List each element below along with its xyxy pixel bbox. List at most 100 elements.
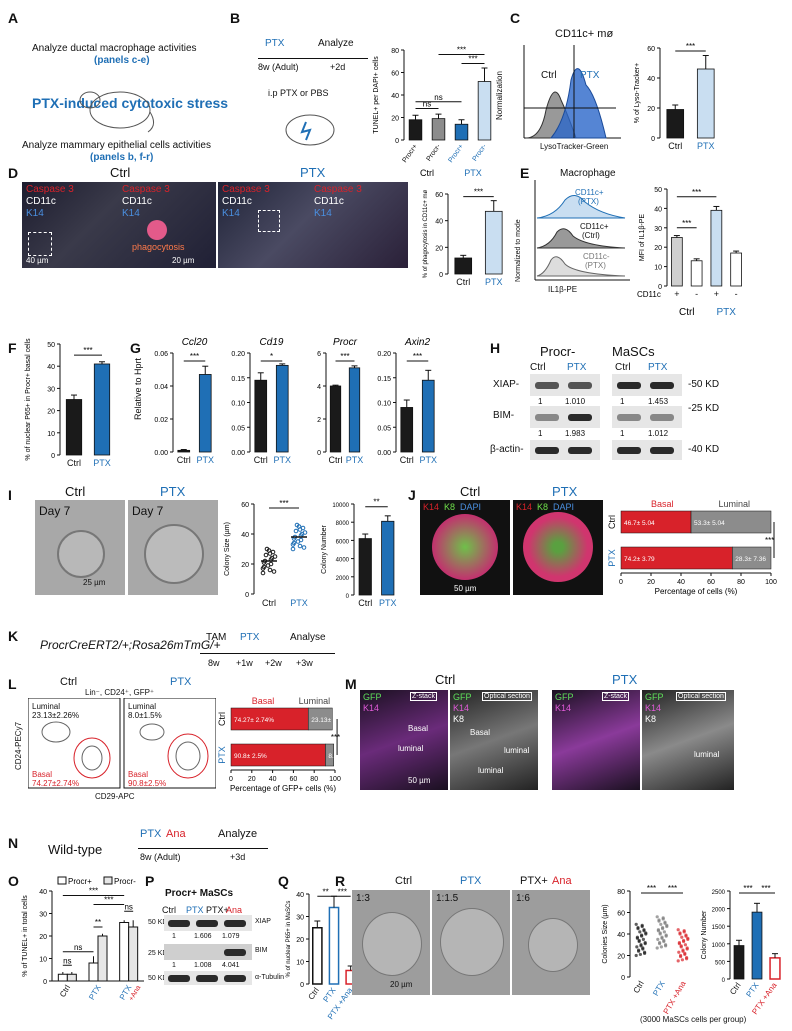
bar <box>275 364 289 453</box>
x-tick-label: 0 <box>619 579 623 586</box>
significance-label: *** <box>89 887 98 896</box>
x-tick-label: Procr- <box>471 143 488 163</box>
h-mascs: MaSCs <box>612 344 655 359</box>
significance-label: *** <box>647 884 656 893</box>
b-injection: i.p PTX or PBS <box>268 88 329 98</box>
y-tick-label: 4 <box>317 384 321 391</box>
x-tick-label: Ctrl <box>177 455 191 465</box>
y-tick-label: 80 <box>617 889 625 896</box>
j-ptx-image: K14 K8 DAPI <box>513 500 603 595</box>
panel-a-label: A <box>8 10 19 26</box>
data-point <box>272 554 278 559</box>
panel-r-label: R <box>335 873 346 889</box>
m-p2-k8: K8 <box>645 714 657 724</box>
d-inset-box <box>28 232 52 256</box>
m-p1-k14: K14 <box>555 703 572 713</box>
y-tick-label: 20 <box>647 106 655 113</box>
data-point <box>634 922 638 926</box>
y-tick-label: 10 <box>654 265 662 272</box>
d-ptx-k14: K14 <box>222 208 240 219</box>
bar <box>400 407 414 453</box>
y-tick-label: 60 <box>617 911 625 918</box>
x-tick-label: - <box>735 289 738 299</box>
x-tick-label: Ctrl <box>358 598 372 608</box>
m-c2-gfp: GFP <box>453 692 472 702</box>
r-r2: 1:1.5 <box>436 893 459 904</box>
panel-a-line2b: (panels b, f-r) <box>90 152 154 163</box>
significance-label: *** <box>413 352 422 361</box>
panel-g-label: G <box>130 340 141 356</box>
category-label: Ctrl <box>607 515 617 529</box>
y-tick-label: 0.15 <box>377 376 391 383</box>
group-label: Ctrl <box>679 307 695 318</box>
h-bim-blot-procrneg <box>530 406 600 428</box>
m-c1-basal: Basal <box>408 724 429 733</box>
bar <box>177 449 191 453</box>
j-ptx-dapi: DAPI <box>553 502 575 512</box>
d-ptx-casp2: Caspase 3 <box>314 184 362 195</box>
j-ptx: PTX <box>552 484 578 499</box>
data-point <box>293 528 299 534</box>
m-c2-k14: K14 <box>453 703 470 713</box>
n-ana: Ana <box>166 828 186 840</box>
category-label: PTX <box>217 746 227 764</box>
x-tick-label: Procr- <box>425 143 442 163</box>
h-n7: 1 <box>620 429 625 438</box>
panel-j-label: J <box>408 487 416 503</box>
x-tick-label: 60 <box>290 776 298 783</box>
d-phagocytosis-cell <box>147 220 167 240</box>
data-point <box>662 930 666 934</box>
x-tick-label: Ctrl <box>400 455 414 465</box>
y-tick-label: 20 <box>391 116 399 123</box>
y-axis-label: Colony Number <box>321 525 328 574</box>
y-tick-label: 0 <box>651 136 655 143</box>
r-ptx: PTX <box>460 875 482 887</box>
p-ctrl: Ctrl <box>162 905 176 915</box>
y-tick-label: 50 <box>47 342 55 349</box>
data-point <box>639 944 643 948</box>
y-axis-label: Colonies Size (µm) <box>602 904 609 963</box>
x-tick-label: + <box>714 289 719 299</box>
p-tubulin-blot <box>164 971 252 985</box>
bar <box>431 118 446 141</box>
bar <box>358 538 372 596</box>
y-axis-label: % of phagocytosis in CD11c+ mø <box>423 189 429 278</box>
legend-label: Luminal <box>719 499 751 509</box>
bar <box>671 237 683 287</box>
y-tick-label: 20 <box>435 245 443 252</box>
data-point <box>638 930 642 934</box>
m-c1-zstack: Z-stack <box>410 692 437 701</box>
h-actin: β-actin- <box>490 444 524 455</box>
j-ctrl-image: K14 K8 DAPI 50 µm <box>420 500 510 595</box>
d-ptx-cd11c2: CD11c <box>314 196 344 207</box>
x-tick-label: 60 <box>707 579 715 586</box>
y-tick-label: 40 <box>241 532 249 539</box>
y-tick-label: 30 <box>654 226 662 233</box>
r-ptx-colony <box>440 908 504 976</box>
r-ptxana-image: 1:6 <box>512 890 590 995</box>
c-ptx: PTX <box>580 70 600 81</box>
y-tick-label: 80 <box>391 48 399 55</box>
bar <box>477 81 492 141</box>
data-point <box>658 942 662 946</box>
data-point <box>655 946 659 950</box>
m-c2-optical: Optical section <box>482 692 532 701</box>
bar <box>57 973 68 982</box>
x-tick-label: PTX <box>196 455 214 465</box>
y-axis-label: MFI of IL1β-PE <box>639 214 646 262</box>
e-h3: CD11c- <box>583 252 610 261</box>
y-tick-label: 2000 <box>712 908 726 914</box>
m-c1-gfp: GFP <box>363 692 382 702</box>
l-lum-ctrl: Luminal <box>32 702 61 711</box>
group-label: Ctrl <box>420 168 434 178</box>
y-axis-label: Colony Number <box>701 910 708 959</box>
m-ptx-optical: GFP K14 K8 Optical section luminal <box>642 690 734 790</box>
i-ctrl-colony <box>57 530 105 578</box>
x-tick-label: PTX <box>273 455 291 465</box>
data-point <box>664 934 668 938</box>
y-tick-label: 30 <box>47 386 55 393</box>
y-tick-label: 0.20 <box>231 351 245 358</box>
n-timeline <box>138 848 268 849</box>
